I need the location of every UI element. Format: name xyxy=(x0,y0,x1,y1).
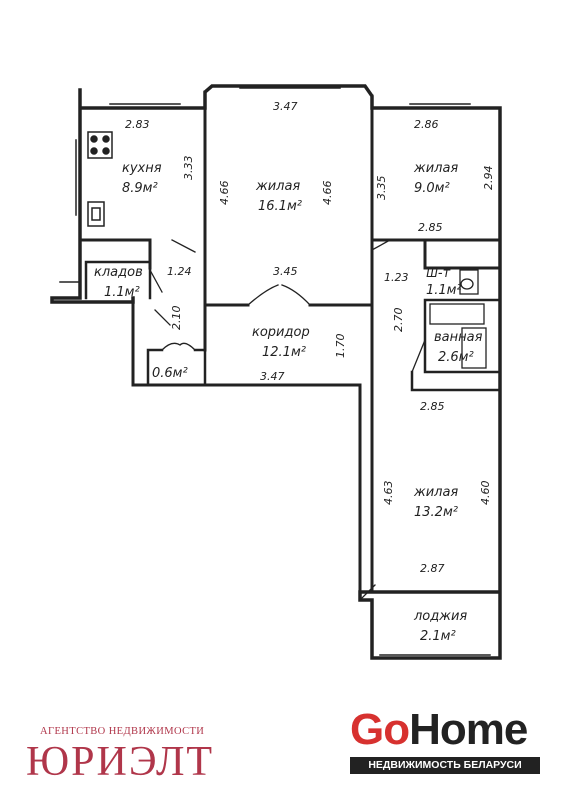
dim-corridor-depth: 1.70 xyxy=(334,334,347,359)
agency-logo: ЮРИЭЛТ xyxy=(26,739,215,785)
living-se-area: 13.2м² xyxy=(414,505,458,520)
dim-ne-top: 2.86 xyxy=(414,118,439,131)
dim-ne-right: 2.94 xyxy=(482,166,495,191)
windows xyxy=(59,87,491,656)
portal-tagline: НЕДВИЖИМОСТЬ БЕЛАРУСИ xyxy=(350,757,540,774)
dim-corridor-length: 3.47 xyxy=(260,370,285,383)
storage-area: 1.1м² xyxy=(104,285,140,300)
toilet-name: ш-т xyxy=(426,266,451,281)
bathroom-name: ванная xyxy=(434,330,483,345)
wall-closet xyxy=(146,348,207,387)
bathroom-area: 2.6м² xyxy=(438,350,474,365)
dim-center-right: 4.66 xyxy=(321,181,334,206)
corridor-name: коридор xyxy=(252,325,310,340)
sink-icon xyxy=(87,201,105,227)
dim-hall-width: 2.10 xyxy=(170,306,183,331)
kitchen-name: кухня xyxy=(122,161,162,176)
dim-bath-left: 2.70 xyxy=(392,308,405,333)
dim-ne-bottom: 2.85 xyxy=(418,221,443,234)
toilet-icon xyxy=(459,269,479,295)
kitchen-area: 8.9м² xyxy=(122,181,158,196)
dim-kitchen-width: 2.83 xyxy=(125,118,150,131)
living-ne-name: жилая xyxy=(413,161,458,176)
stove-icon xyxy=(87,131,113,159)
portal-logo: GoHome НЕДВИЖИМОСТЬ БЕЛАРУСИ xyxy=(348,705,544,775)
portal-home: Home xyxy=(409,705,528,754)
storage-name: кладов xyxy=(94,265,143,280)
loggia-name: лоджия xyxy=(413,609,467,624)
dim-se-bottom: 2.87 xyxy=(420,562,445,575)
closet-area: 0.6м² xyxy=(152,366,188,381)
dim-center-left: 4.66 xyxy=(218,181,231,206)
wall-storage xyxy=(84,260,152,304)
living-ne-area: 9.0м² xyxy=(414,181,450,196)
wall-corridor xyxy=(131,300,374,594)
bathtub-icon xyxy=(429,303,487,369)
dim-se-top: 2.85 xyxy=(420,400,445,413)
dim-se-left: 4.63 xyxy=(382,481,395,506)
living-se-name: жилая xyxy=(413,485,458,500)
wall-bath xyxy=(410,298,502,392)
door-swings xyxy=(149,239,426,601)
portal-go: Go xyxy=(350,705,410,754)
dim-ne-left: 3.35 xyxy=(375,176,388,201)
dim-toilet-left: 1.23 xyxy=(384,271,409,284)
agency-tagline: АГЕНТСТВО НЕДВИЖИМОСТИ xyxy=(40,726,205,737)
dim-center-top: 3.47 xyxy=(273,100,298,113)
corridor-area: 12.1м² xyxy=(262,345,306,360)
wall-ne-room xyxy=(370,238,502,270)
loggia-area: 2.1м² xyxy=(420,629,456,644)
portal-wordmark: GoHome xyxy=(350,705,528,755)
dim-kitchen-door: 1.24 xyxy=(167,265,192,278)
living-center-area: 16.1м² xyxy=(258,199,302,214)
living-center-name: жилая xyxy=(255,179,300,194)
toilet-area: 1.1м² xyxy=(426,283,462,298)
dim-se-right: 4.60 xyxy=(479,481,492,506)
dim-center-bottom: 3.45 xyxy=(273,265,298,278)
dim-kitchen-depth: 3.33 xyxy=(182,156,195,181)
